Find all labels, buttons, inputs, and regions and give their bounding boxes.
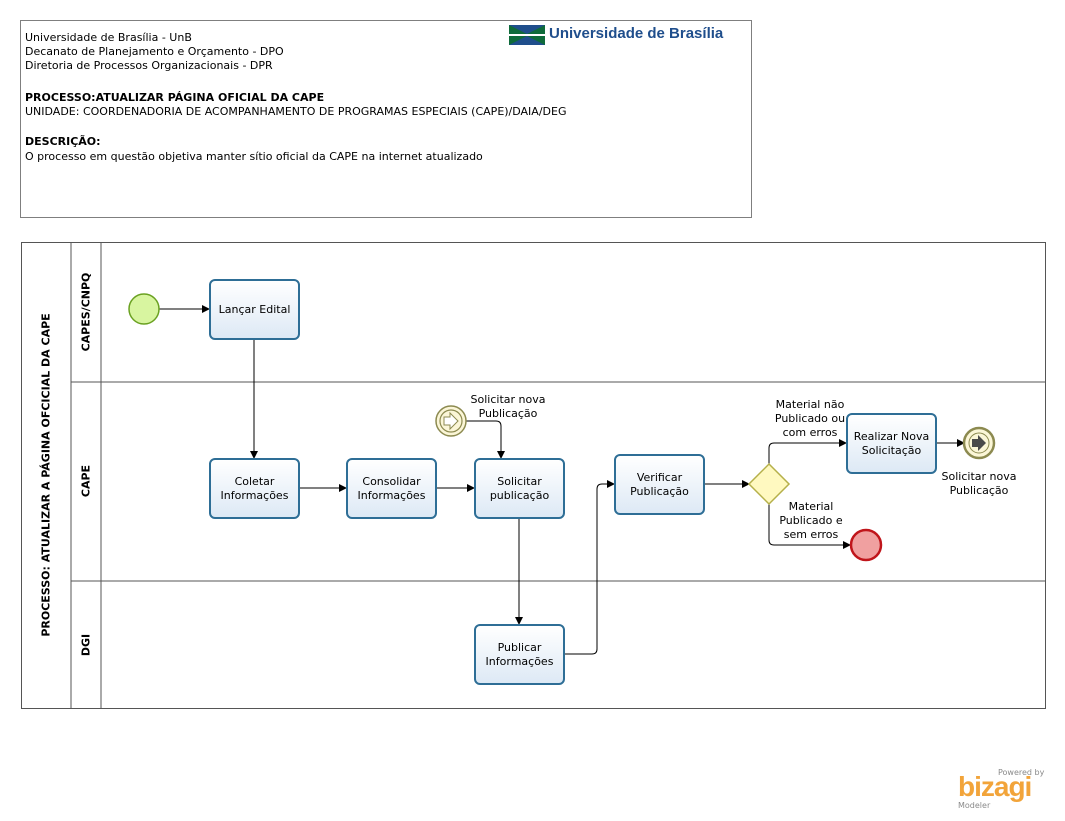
intermediate-message-event [435, 405, 467, 437]
lane-label-dgi: DGI [79, 633, 93, 657]
unit-line: UNIDADE: COORDENADORIA DE ACOMPANHAMENTO… [25, 105, 567, 118]
flow-label-published: Material Publicado e sem erros [779, 500, 843, 541]
task-publicar-informacoes[interactable]: Publicar Informações [474, 624, 565, 685]
pool-label: PROCESSO: ATUALIZAR A PÁGINA OFCICIAL DA… [39, 313, 53, 637]
task-solicitar-publicacao[interactable]: Solicitar publicação [474, 458, 565, 519]
description-label: DESCRIÇÃO: [25, 135, 101, 148]
powered-by-text: Powered by [998, 768, 1045, 777]
intermediate-event-label: Solicitar nova Publicação [470, 393, 546, 420]
header-line-2: Decanato de Planejamento e Orçamento - D… [25, 45, 284, 58]
bizagi-logo: Powered by bizagi Modeler [958, 768, 1048, 812]
unb-logo-mark-icon [509, 25, 545, 45]
header-line-3: Diretoria de Processos Organizacionais -… [25, 59, 273, 72]
modeler-text: Modeler [958, 801, 991, 810]
flow-label-not-published: Material não Publicado ou com erros [774, 398, 846, 439]
bizagi-wordmark: bizagi [958, 771, 1032, 802]
message-end-event-label: Solicitar nova Publicação [941, 470, 1017, 497]
lane-label-capes-cnpq: CAPES/CNPQ [79, 272, 93, 352]
lane-label-cape: CAPE [79, 464, 93, 498]
pool [21, 242, 1046, 709]
task-consolidar-informacoes[interactable]: Consolidar Informações [346, 458, 437, 519]
end-event [849, 528, 883, 562]
exclusive-gateway [747, 462, 791, 506]
task-realizar-nova-solicitacao[interactable]: Realizar Nova Solicitação [846, 413, 937, 474]
start-event [128, 293, 160, 325]
message-end-event [962, 426, 996, 460]
process-title: PROCESSO:ATUALIZAR PÁGINA OFICIAL DA CAP… [25, 91, 325, 104]
unb-logo-text: Universidade de Brasília [549, 25, 724, 42]
flow-event-to-solicitar [466, 420, 505, 459]
description-text: O processo em questão objetiva manter sí… [25, 150, 483, 163]
flow-publicar-to-verificar [564, 480, 615, 655]
task-lancar-edital[interactable]: Lançar Edital [209, 279, 300, 340]
flow-gateway-to-end [768, 504, 851, 549]
header-line-1: Universidade de Brasília - UnB [25, 31, 192, 44]
task-verificar-publicacao[interactable]: Verificar Publicação [614, 454, 705, 515]
task-coletar-informacoes[interactable]: Coletar Informações [209, 458, 300, 519]
flow-gateway-to-realizar [768, 439, 847, 464]
header-box: Universidade de Brasília - UnB Decanato … [20, 20, 752, 218]
